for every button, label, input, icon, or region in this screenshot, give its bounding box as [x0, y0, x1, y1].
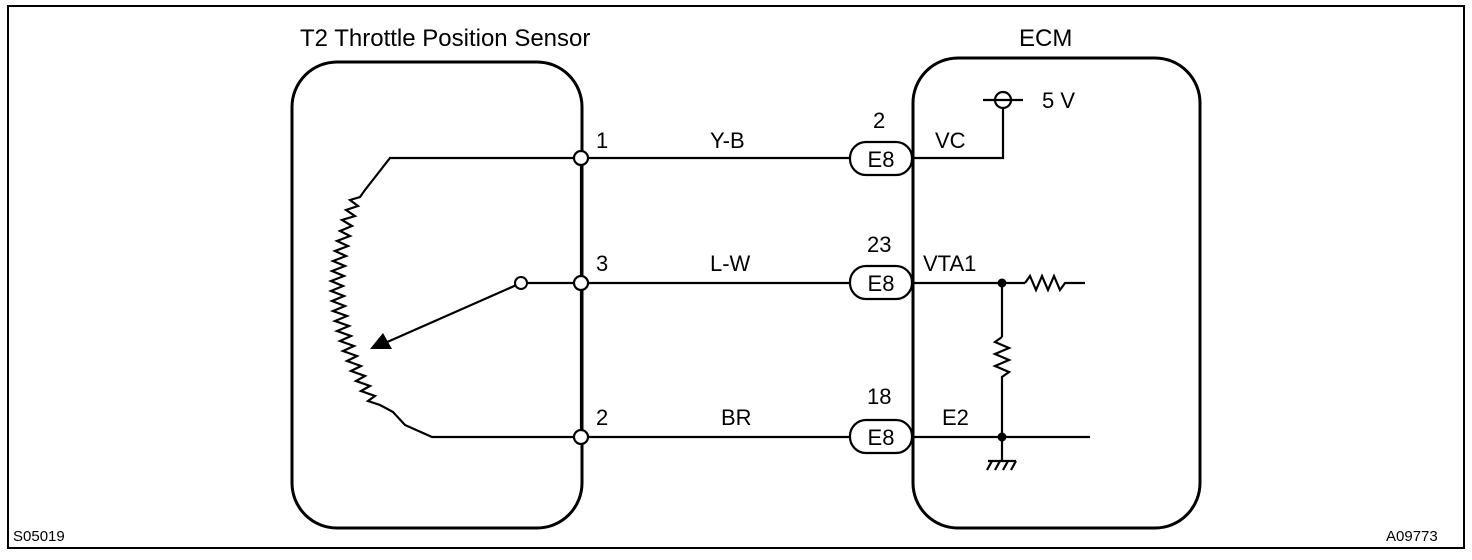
sensor-pin-2 [572, 428, 590, 446]
wiper-terminal [514, 276, 528, 290]
sensor-pin-label-3: 3 [596, 251, 608, 276]
supply-voltage-label: 5 V [1042, 88, 1075, 113]
sensor-box [290, 60, 584, 530]
sensor-pin-label-2: 2 [596, 405, 608, 430]
sensor-title: T2 Throttle Position Sensor [300, 25, 590, 52]
sensor-pin-3 [572, 274, 590, 292]
connector-e8: E8 [848, 264, 914, 301]
wiper-arm [384, 281, 522, 345]
svg-text:E8: E8 [868, 425, 895, 450]
sensor-pin-label-1: 1 [596, 128, 608, 153]
svg-text:E8: E8 [868, 147, 895, 172]
ecm-title: ECM [1019, 25, 1072, 52]
diagram-frame [7, 5, 1465, 549]
pulldown-resistor [992, 336, 1012, 437]
wire-color-label: Y-B [710, 128, 745, 153]
ecm-terminal-label: E2 [942, 405, 969, 430]
ground-icon [986, 459, 1017, 471]
connector-e8: E8 [848, 140, 914, 177]
vc-supply-line [912, 108, 1005, 160]
ecm-pin-number: 23 [867, 232, 891, 257]
potentiometer-resistor [328, 156, 581, 439]
ecm-box [911, 56, 1202, 530]
connector-e8: E8 [848, 418, 914, 455]
figure-code-left: S05019 [13, 528, 65, 545]
wire-color-label: BR [721, 405, 752, 430]
sensor-pin-1 [572, 149, 590, 167]
ecm-terminal-label: VC [935, 128, 966, 153]
ecm-terminal-label: VTA1 [923, 251, 976, 276]
vta1-resistor [1024, 273, 1085, 293]
wiper-arrowhead [370, 333, 392, 349]
svg-text:E8: E8 [868, 271, 895, 296]
ecm-pin-number: 18 [867, 384, 891, 409]
ecm-pin-number: 2 [873, 108, 885, 133]
wire-color-label: L-W [710, 251, 751, 276]
figure-code-right: A09773 [1386, 528, 1438, 545]
